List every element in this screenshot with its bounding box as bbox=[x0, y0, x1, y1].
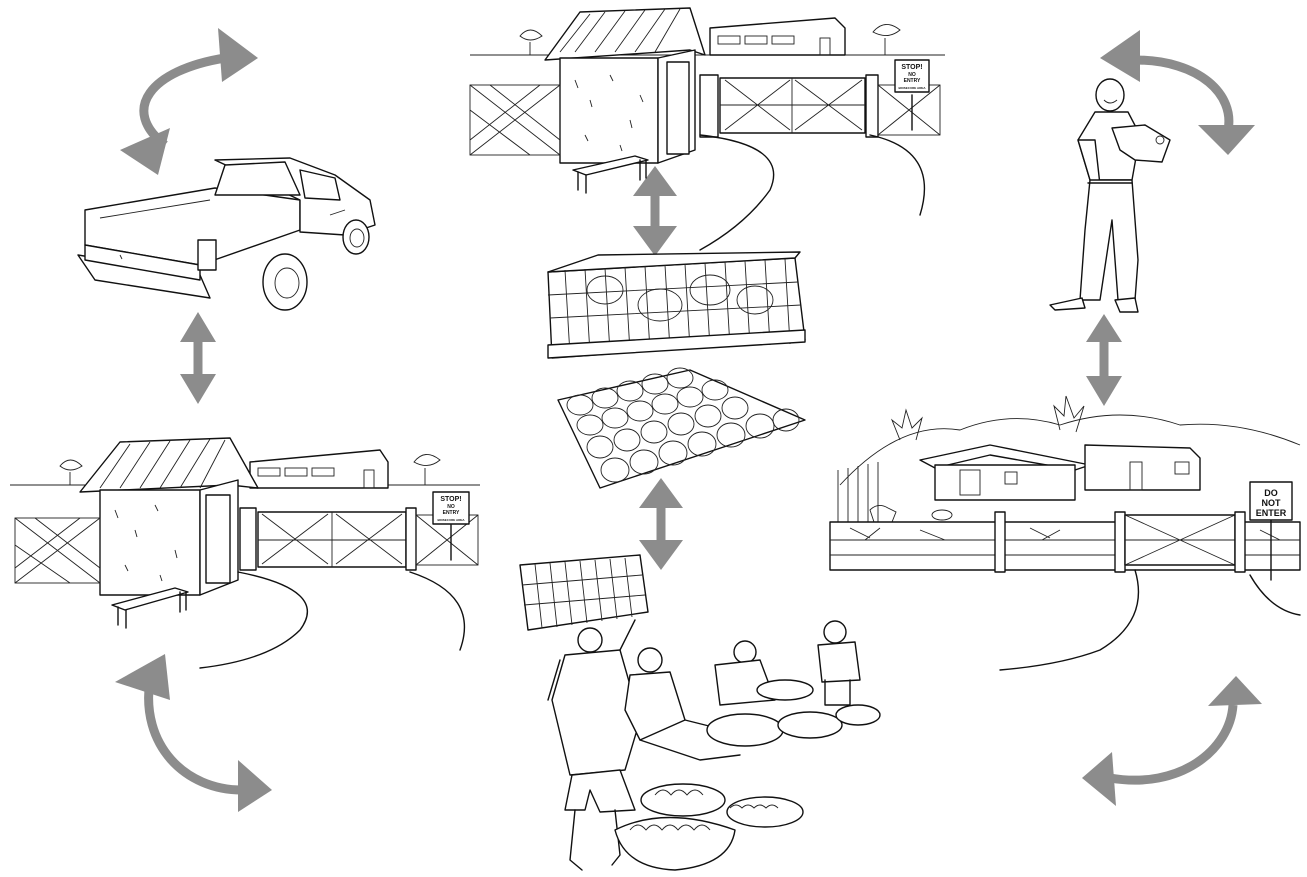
top-gate-sign-line3: ENTRY bbox=[904, 78, 921, 84]
arrow-bottom-left-curved bbox=[115, 654, 272, 812]
left-gate-sign-line1: STOP! bbox=[440, 496, 461, 503]
arrow-top-left-curved bbox=[120, 28, 258, 175]
illustration-left-gate: STOP! NO ENTRY BIOSECURE AREA bbox=[10, 438, 480, 668]
arrow-left-vertical bbox=[180, 312, 216, 404]
farm-sign-line2: NOT bbox=[1262, 498, 1282, 508]
top-gate-sign-line4: BIOSECURE AREA bbox=[898, 86, 926, 90]
farm-sign-line1: DO bbox=[1264, 488, 1278, 498]
illustration-egg-tray bbox=[558, 368, 805, 488]
left-gate-sign-line4: BIOSECURE AREA bbox=[437, 518, 465, 522]
arrow-center-lower bbox=[639, 478, 683, 570]
arrow-bottom-right-curved bbox=[1082, 676, 1262, 806]
illustration-village-farm: DO NOT ENTER bbox=[830, 396, 1300, 670]
illustration-pickup-truck bbox=[78, 158, 375, 310]
illustration-market-scene bbox=[520, 555, 880, 870]
illustration-man-with-chicken bbox=[1050, 79, 1170, 312]
farm-sign-line3: ENTER bbox=[1256, 508, 1287, 518]
illustration-chicken-cage bbox=[548, 252, 805, 358]
arrow-right-vertical bbox=[1086, 314, 1122, 406]
left-gate-sign-line3: ENTRY bbox=[443, 510, 460, 516]
top-gate-sign-line1: STOP! bbox=[901, 64, 922, 71]
illustration-top-gate: STOP! NO ENTRY BIOSECURE AREA bbox=[470, 8, 945, 250]
